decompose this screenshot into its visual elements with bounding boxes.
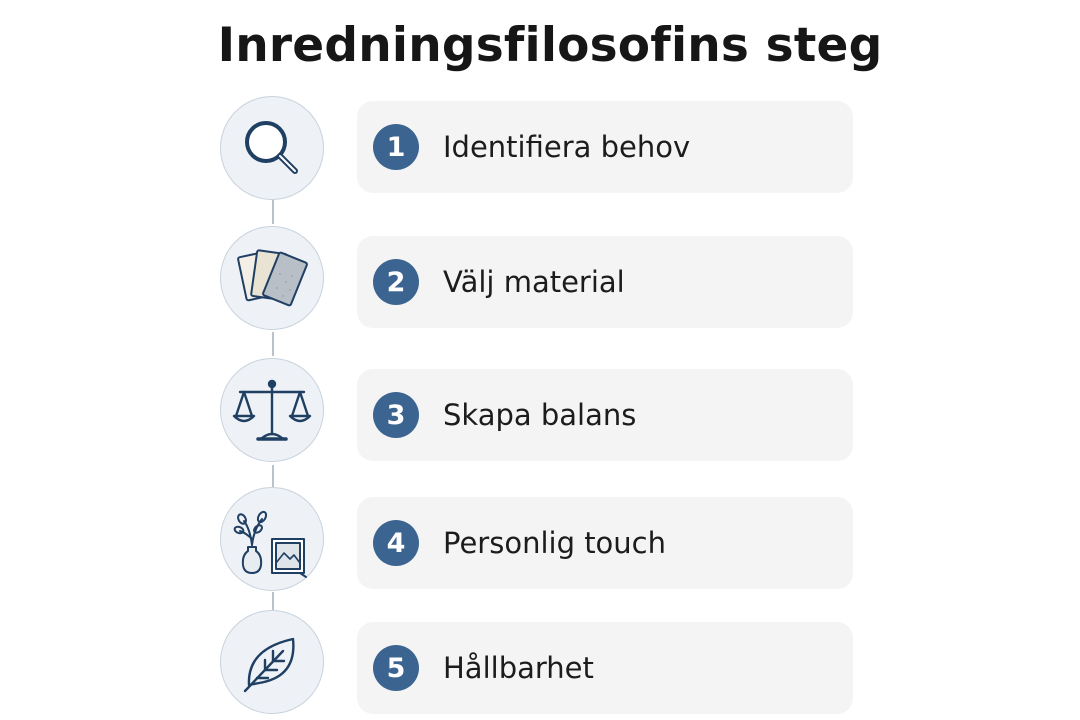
step-number-badge: 4	[373, 520, 419, 566]
connector-line	[272, 200, 274, 224]
magnifying-glass-icon	[245, 121, 298, 174]
step-5-card: 5 Hållbarhet	[357, 622, 853, 714]
step-1-icon-circle	[220, 96, 324, 200]
step-number-badge: 3	[373, 392, 419, 438]
step-label: Skapa balans	[443, 398, 637, 432]
step-2-icon-circle	[220, 226, 324, 330]
step-4-icon-circle	[220, 487, 324, 591]
step-1-card: 1 Identifiera behov	[357, 101, 853, 193]
connector-line	[272, 465, 274, 487]
connector-line	[272, 332, 274, 356]
step-3-card: 3 Skapa balans	[357, 369, 853, 461]
step-3-icon-circle	[220, 358, 324, 462]
step-2-card: 2 Välj material	[357, 236, 853, 328]
step-label: Personlig touch	[443, 526, 667, 560]
connector-line	[272, 592, 274, 610]
step-number-badge: 2	[373, 259, 419, 305]
diagram-title: Inredningsfilosofins steg	[217, 18, 883, 73]
step-label: Välj material	[443, 265, 625, 299]
step-number-badge: 1	[373, 124, 419, 170]
vase-and-frame-icon	[233, 510, 307, 578]
step-4-card: 4 Personlig touch	[357, 497, 853, 589]
step-label: Hållbarhet	[443, 651, 594, 685]
leaf-icon	[243, 637, 295, 693]
step-label: Identifiera behov	[443, 130, 691, 164]
step-number-badge: 5	[373, 645, 419, 691]
step-5-icon-circle	[220, 610, 324, 714]
material-swatches-icon	[237, 249, 308, 307]
balance-scale-icon	[232, 379, 312, 441]
